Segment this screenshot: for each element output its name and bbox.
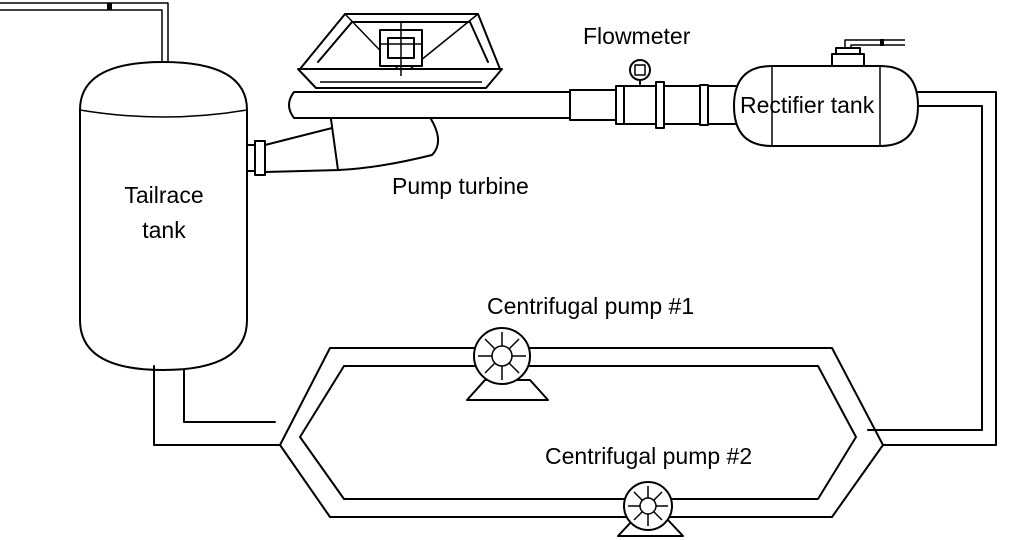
tailrace-tank (79, 61, 248, 371)
tank-turbine-flange (246, 125, 341, 176)
centrifugal-pump-1 (466, 327, 549, 401)
return-piping (153, 91, 997, 518)
pump-turbine-label: Pump turbine (392, 173, 529, 199)
centrifugal-pump-1-label: Centrifugal pump #1 (487, 293, 694, 319)
tailrace-tank-label: Tailrace (124, 182, 203, 208)
pump-turbine (297, 13, 503, 171)
tailrace-tank-label-line2: tank (142, 217, 186, 243)
rectifier-tank-label: Rectifier tank (740, 92, 875, 118)
flowmeter (629, 59, 651, 85)
tailrace-vent-pipe (0, 2, 169, 64)
flowmeter-label: Flowmeter (583, 23, 691, 49)
rectifier-tank (733, 39, 919, 147)
main-pipe (288, 81, 741, 129)
centrifugal-pump-2 (617, 481, 684, 537)
centrifugal-pump-2-label: Centrifugal pump #2 (545, 443, 752, 469)
